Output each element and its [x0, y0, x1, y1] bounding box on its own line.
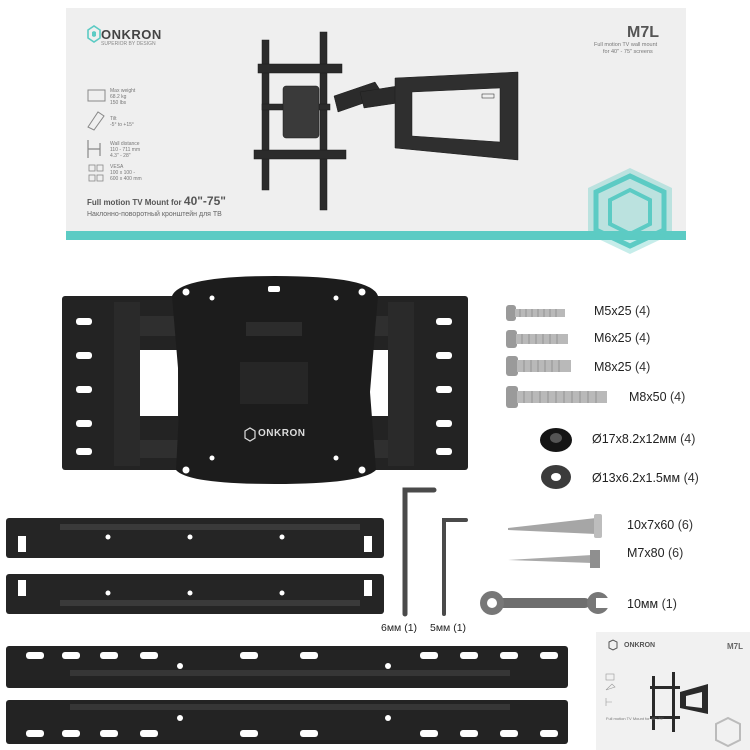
manual-mount-image [650, 672, 708, 732]
long-rail-bottom-image [6, 700, 568, 744]
max-weight-icon [87, 89, 106, 102]
long-rail-top-image [6, 646, 568, 688]
part-label-anchor: 10x7x60 (6) [627, 518, 694, 532]
manual-brand-name: ONKRON [624, 642, 656, 649]
manual-model-title: M7L [727, 642, 743, 651]
part-label-hex-key-5mm: 5мм (1) [430, 622, 467, 634]
manual-spec-icons [605, 673, 616, 706]
part-label-m6x25: M6x25 (4) [594, 331, 651, 345]
wall-anchor-image [508, 514, 602, 538]
part-label-m5x25: M5x25 (4) [594, 304, 651, 318]
product-box-panel [66, 8, 686, 240]
box-headline-size: 40"-75" [183, 194, 226, 208]
manual-cube-logo-icon [715, 716, 741, 748]
cube-logo-icon [588, 168, 672, 254]
box-model-title: M7L [627, 24, 659, 41]
box-brand-tagline: SUPERIOR BY DESIGN [101, 41, 156, 47]
manual-box-illustration [605, 639, 741, 748]
washer-image [541, 465, 571, 489]
hex-key-5mm-image [442, 518, 468, 616]
spacer-image [540, 428, 572, 452]
box-model-description-line1: Full motion TV wall mount [594, 42, 658, 48]
box-headline: Full motion TV Mount for 40"-75" [87, 194, 226, 208]
part-label-m8x25: M8x25 (4) [594, 360, 651, 374]
screw-m6x25-image [506, 330, 568, 348]
plate-brand-name: ONKRON [258, 428, 306, 439]
short-rail-bottom-image [6, 574, 384, 614]
spec-max-weight: Max weight 68.2 kg 150 lbs [110, 88, 136, 106]
screw-m8x25-image [506, 356, 571, 376]
part-label-spacer: Ø17x8.2x12мм (4) [592, 432, 696, 446]
lag-bolt-image [508, 550, 600, 568]
wall-distance-icon [87, 140, 101, 158]
box-brand-name: ONKRON [101, 27, 162, 42]
part-label-hex-key-6mm: 6мм (1) [381, 622, 418, 634]
box-model-description-line2: for 40" - 75" screens [603, 49, 653, 55]
part-label-lag-bolt: M7x80 (6) [627, 546, 684, 560]
manual-brand-logo-icon [608, 639, 618, 651]
vesa-icon [88, 164, 104, 182]
box-headline-prefix: Full motion TV Mount for [87, 198, 182, 207]
mount-illustration-image [253, 31, 519, 211]
part-label-m8x50: M8x50 (4) [629, 390, 686, 404]
screw-m8x50-image [506, 386, 607, 408]
box-headline-russian: Наклонно-поворотный кронштейн для ТВ [87, 211, 222, 218]
spec-vesa: VESA 100 x 100 - 600 x 400 mm [110, 164, 142, 182]
short-rail-top-image [6, 518, 384, 558]
spec-tilt: Tilt -5° to +15° [110, 116, 134, 128]
hex-key-6mm-image [402, 487, 437, 617]
tilt-icon [87, 111, 105, 131]
brand-logo-icon [87, 25, 101, 43]
wrench-image [480, 591, 610, 615]
part-label-washer: Ø13x6.2x1.5мм (4) [592, 471, 699, 485]
screw-m5x25-image [506, 305, 565, 321]
part-label-wrench: 10мм (1) [627, 597, 677, 611]
wall-plate-assembly-image [62, 276, 468, 484]
manual-headline: Full motion TV Mount for 40"-75" [606, 716, 664, 721]
spec-wall-distance: Wall distance 110 - 711 mm 4.3" - 28" [110, 141, 141, 159]
